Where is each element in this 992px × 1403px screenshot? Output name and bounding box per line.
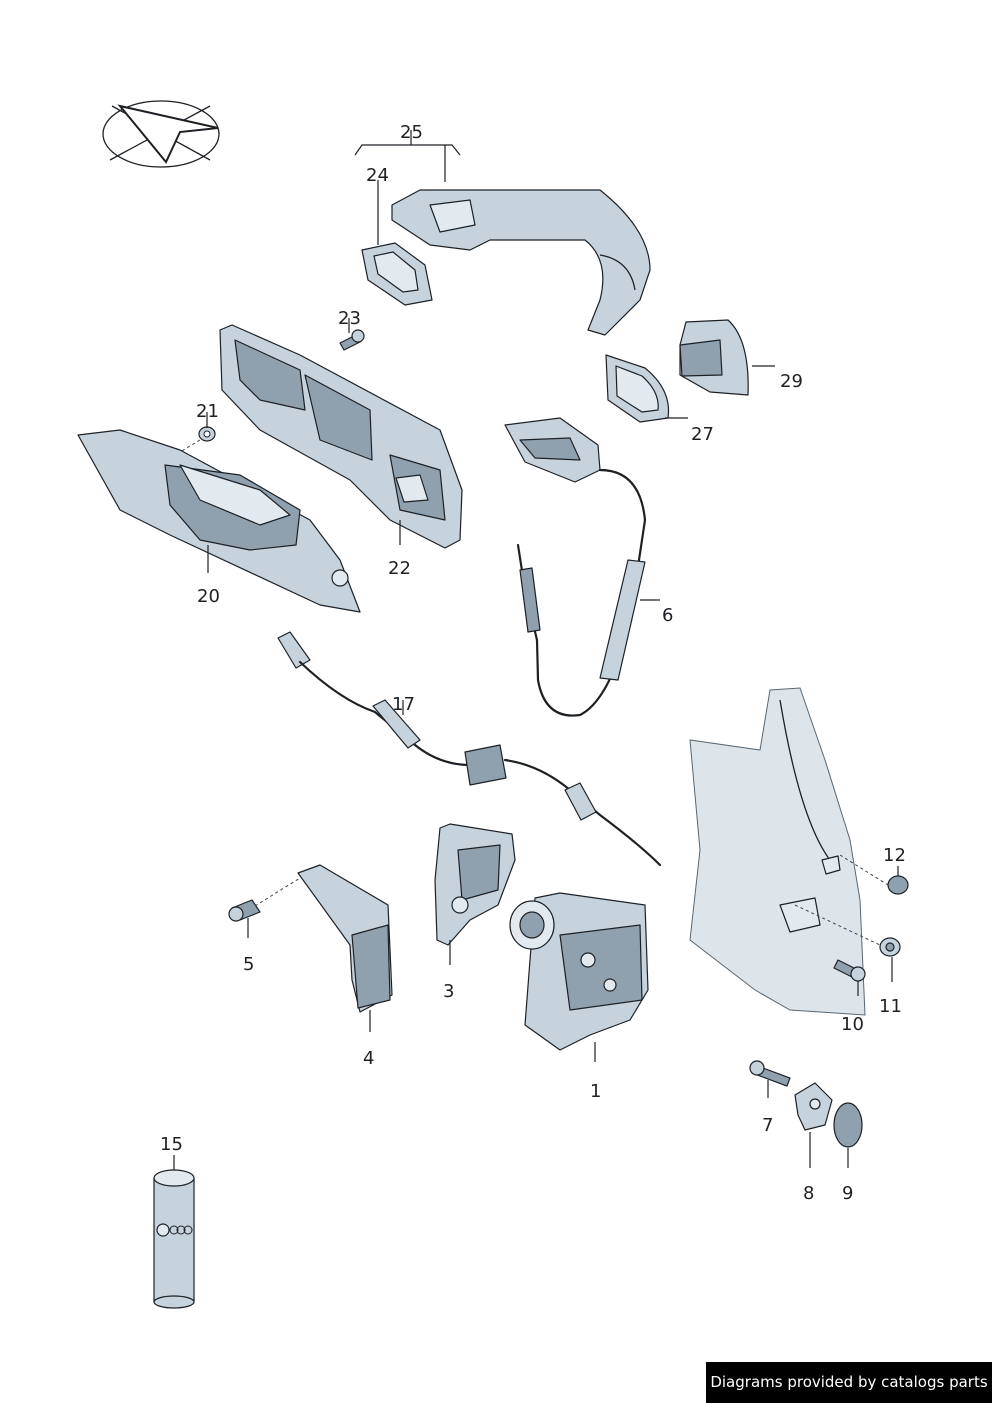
outer-door-handle — [391, 189, 651, 336]
callout-9: 9 — [842, 1183, 853, 1204]
handle-carrier-bracket — [219, 324, 463, 549]
bolt-10 — [833, 959, 866, 982]
callout-labels: 25 24 29 27 23 21 22 20 6 17 3 1 4 5 12 … — [160, 122, 906, 1204]
callout-22: 22 — [388, 558, 411, 579]
callout-24: 24 — [366, 165, 389, 186]
callout-27: 27 — [691, 424, 714, 445]
callout-3: 3 — [443, 981, 454, 1002]
handle-seal — [361, 242, 433, 306]
callout-17: 17 — [392, 694, 415, 715]
callout-4: 4 — [363, 1048, 374, 1069]
grommet-21 — [198, 426, 216, 442]
actuation-cable — [504, 417, 647, 717]
inner-door-handle — [77, 429, 361, 613]
watermark-banner: Diagrams provided by catalogs parts — [706, 1362, 992, 1403]
callout-6: 6 — [662, 605, 673, 626]
lock-cover — [434, 823, 516, 946]
car-body-section — [689, 687, 866, 1016]
cap-seal — [605, 354, 670, 423]
orientation-symbol — [102, 100, 220, 168]
callout-11: 11 — [879, 996, 902, 1017]
clip-5 — [228, 899, 261, 922]
callout-8: 8 — [803, 1183, 814, 1204]
leader-lines — [173, 130, 899, 1170]
screw-23 — [339, 329, 365, 351]
plug-12 — [887, 875, 909, 895]
callout-10: 10 — [841, 1014, 864, 1035]
striker-8 — [794, 1082, 833, 1131]
striker-seal-9 — [833, 1102, 863, 1148]
callout-21: 21 — [196, 401, 219, 422]
lubricant-can — [153, 1169, 195, 1309]
callout-29: 29 — [780, 371, 803, 392]
inner-release-cable — [277, 631, 662, 867]
cover-cap — [679, 319, 749, 396]
callout-15: 15 — [160, 1134, 183, 1155]
plug-11 — [879, 937, 901, 957]
callout-12: 12 — [883, 845, 906, 866]
callout-20: 20 — [197, 586, 220, 607]
callout-23: 23 — [338, 308, 361, 329]
callout-5: 5 — [243, 954, 254, 975]
bolt-7 — [749, 1060, 791, 1087]
callout-25: 25 — [400, 122, 423, 143]
callout-1: 1 — [590, 1081, 601, 1102]
callout-7: 7 — [762, 1115, 773, 1136]
lock-housing-trim — [297, 864, 393, 1013]
door-lock — [509, 892, 649, 1051]
